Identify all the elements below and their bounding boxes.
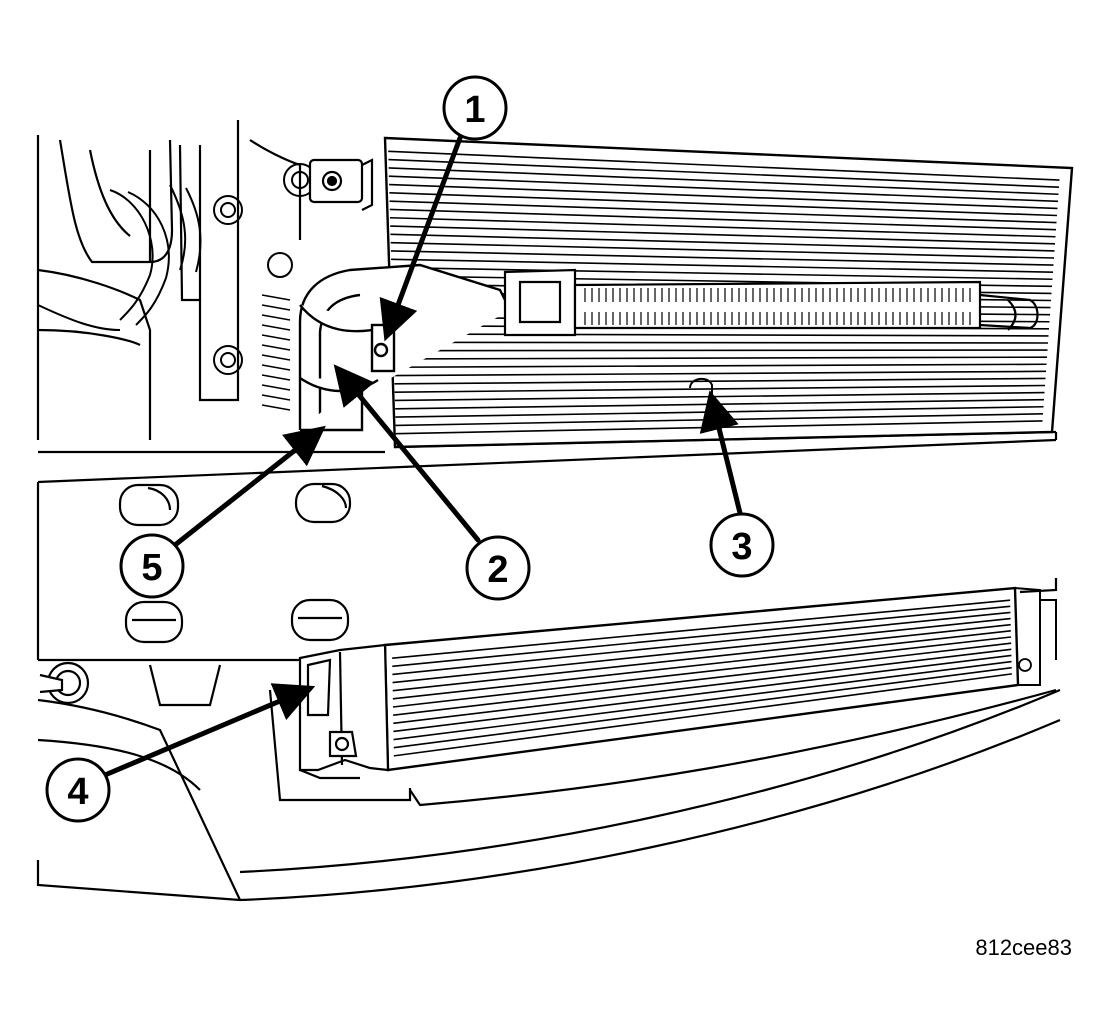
upper-bracket bbox=[308, 158, 374, 211]
condenser-clip bbox=[689, 377, 713, 395]
wiring-harness bbox=[37, 184, 202, 331]
fin-line bbox=[392, 611, 1011, 676]
fin-line bbox=[391, 266, 1053, 281]
lower-cooler bbox=[383, 586, 1057, 772]
fin-line bbox=[388, 158, 1060, 188]
fin-line bbox=[393, 363, 1047, 369]
callout-3-label: 3 bbox=[731, 526, 752, 568]
fin-line bbox=[393, 349, 1048, 352]
callout-5-label: 5 bbox=[141, 547, 162, 589]
lower-cooler-fins bbox=[392, 599, 1012, 757]
fin-line bbox=[390, 225, 1056, 245]
leader-arrow-2 bbox=[333, 364, 481, 543]
leader-arrows bbox=[102, 135, 743, 778]
fin-line bbox=[393, 341, 1049, 344]
fin-line bbox=[389, 192, 1058, 217]
lower-support-panel bbox=[36, 482, 1058, 662]
fin-line bbox=[389, 216, 1056, 238]
leader-arrow-5 bbox=[172, 425, 326, 548]
fin-line bbox=[388, 167, 1059, 196]
fin-line bbox=[390, 250, 1054, 266]
callout-2: 2 bbox=[465, 535, 531, 601]
leader-arrow-3 bbox=[699, 390, 743, 516]
fin-line bbox=[394, 370, 1047, 377]
strap-teeth bbox=[584, 288, 971, 325]
fin-line bbox=[390, 241, 1055, 259]
fin-line bbox=[389, 183, 1058, 210]
fin-line bbox=[391, 258, 1054, 273]
fin-line bbox=[393, 673, 1012, 757]
callout-4-label: 4 bbox=[67, 771, 88, 813]
fin-line bbox=[392, 605, 1011, 668]
fin-line bbox=[389, 200, 1057, 224]
fin-line bbox=[390, 233, 1055, 252]
fin-line bbox=[394, 377, 1046, 385]
condenser-strap bbox=[503, 268, 1039, 337]
callout-5: 5 bbox=[119, 533, 185, 599]
fin-line bbox=[394, 384, 1046, 393]
leader-arrow-1 bbox=[379, 135, 463, 342]
callout-1-label: 1 bbox=[464, 89, 485, 131]
fin-line bbox=[392, 599, 1011, 659]
fin-line bbox=[393, 666, 1012, 749]
fin-line bbox=[393, 642, 1012, 716]
shroud-ribs bbox=[261, 294, 291, 411]
callout-1: 1 bbox=[442, 75, 508, 141]
fin-line bbox=[393, 660, 1012, 741]
callout-2-label: 2 bbox=[487, 549, 508, 591]
callout-4: 4 bbox=[45, 757, 111, 823]
fin-line bbox=[392, 623, 1011, 692]
fin-line bbox=[388, 175, 1059, 203]
leader-arrow-4 bbox=[102, 683, 316, 778]
structure-bolts bbox=[213, 163, 317, 375]
fin-line bbox=[393, 333, 1049, 337]
fin-line bbox=[393, 356, 1048, 360]
fin-line bbox=[392, 636, 1012, 708]
fin-line bbox=[392, 617, 1011, 684]
fin-line bbox=[392, 630, 1011, 700]
figure-id-code: 812cee83 bbox=[975, 935, 1072, 960]
lower-cooler-bracket bbox=[298, 643, 390, 780]
lower-left-bolt bbox=[39, 661, 90, 705]
lower-bumper bbox=[36, 664, 1061, 902]
support-slots bbox=[118, 482, 352, 644]
fin-line bbox=[388, 150, 1060, 181]
fin-line bbox=[393, 654, 1012, 733]
fin-line bbox=[393, 648, 1012, 725]
fin-line bbox=[389, 208, 1057, 231]
callout-3: 3 bbox=[709, 512, 775, 578]
